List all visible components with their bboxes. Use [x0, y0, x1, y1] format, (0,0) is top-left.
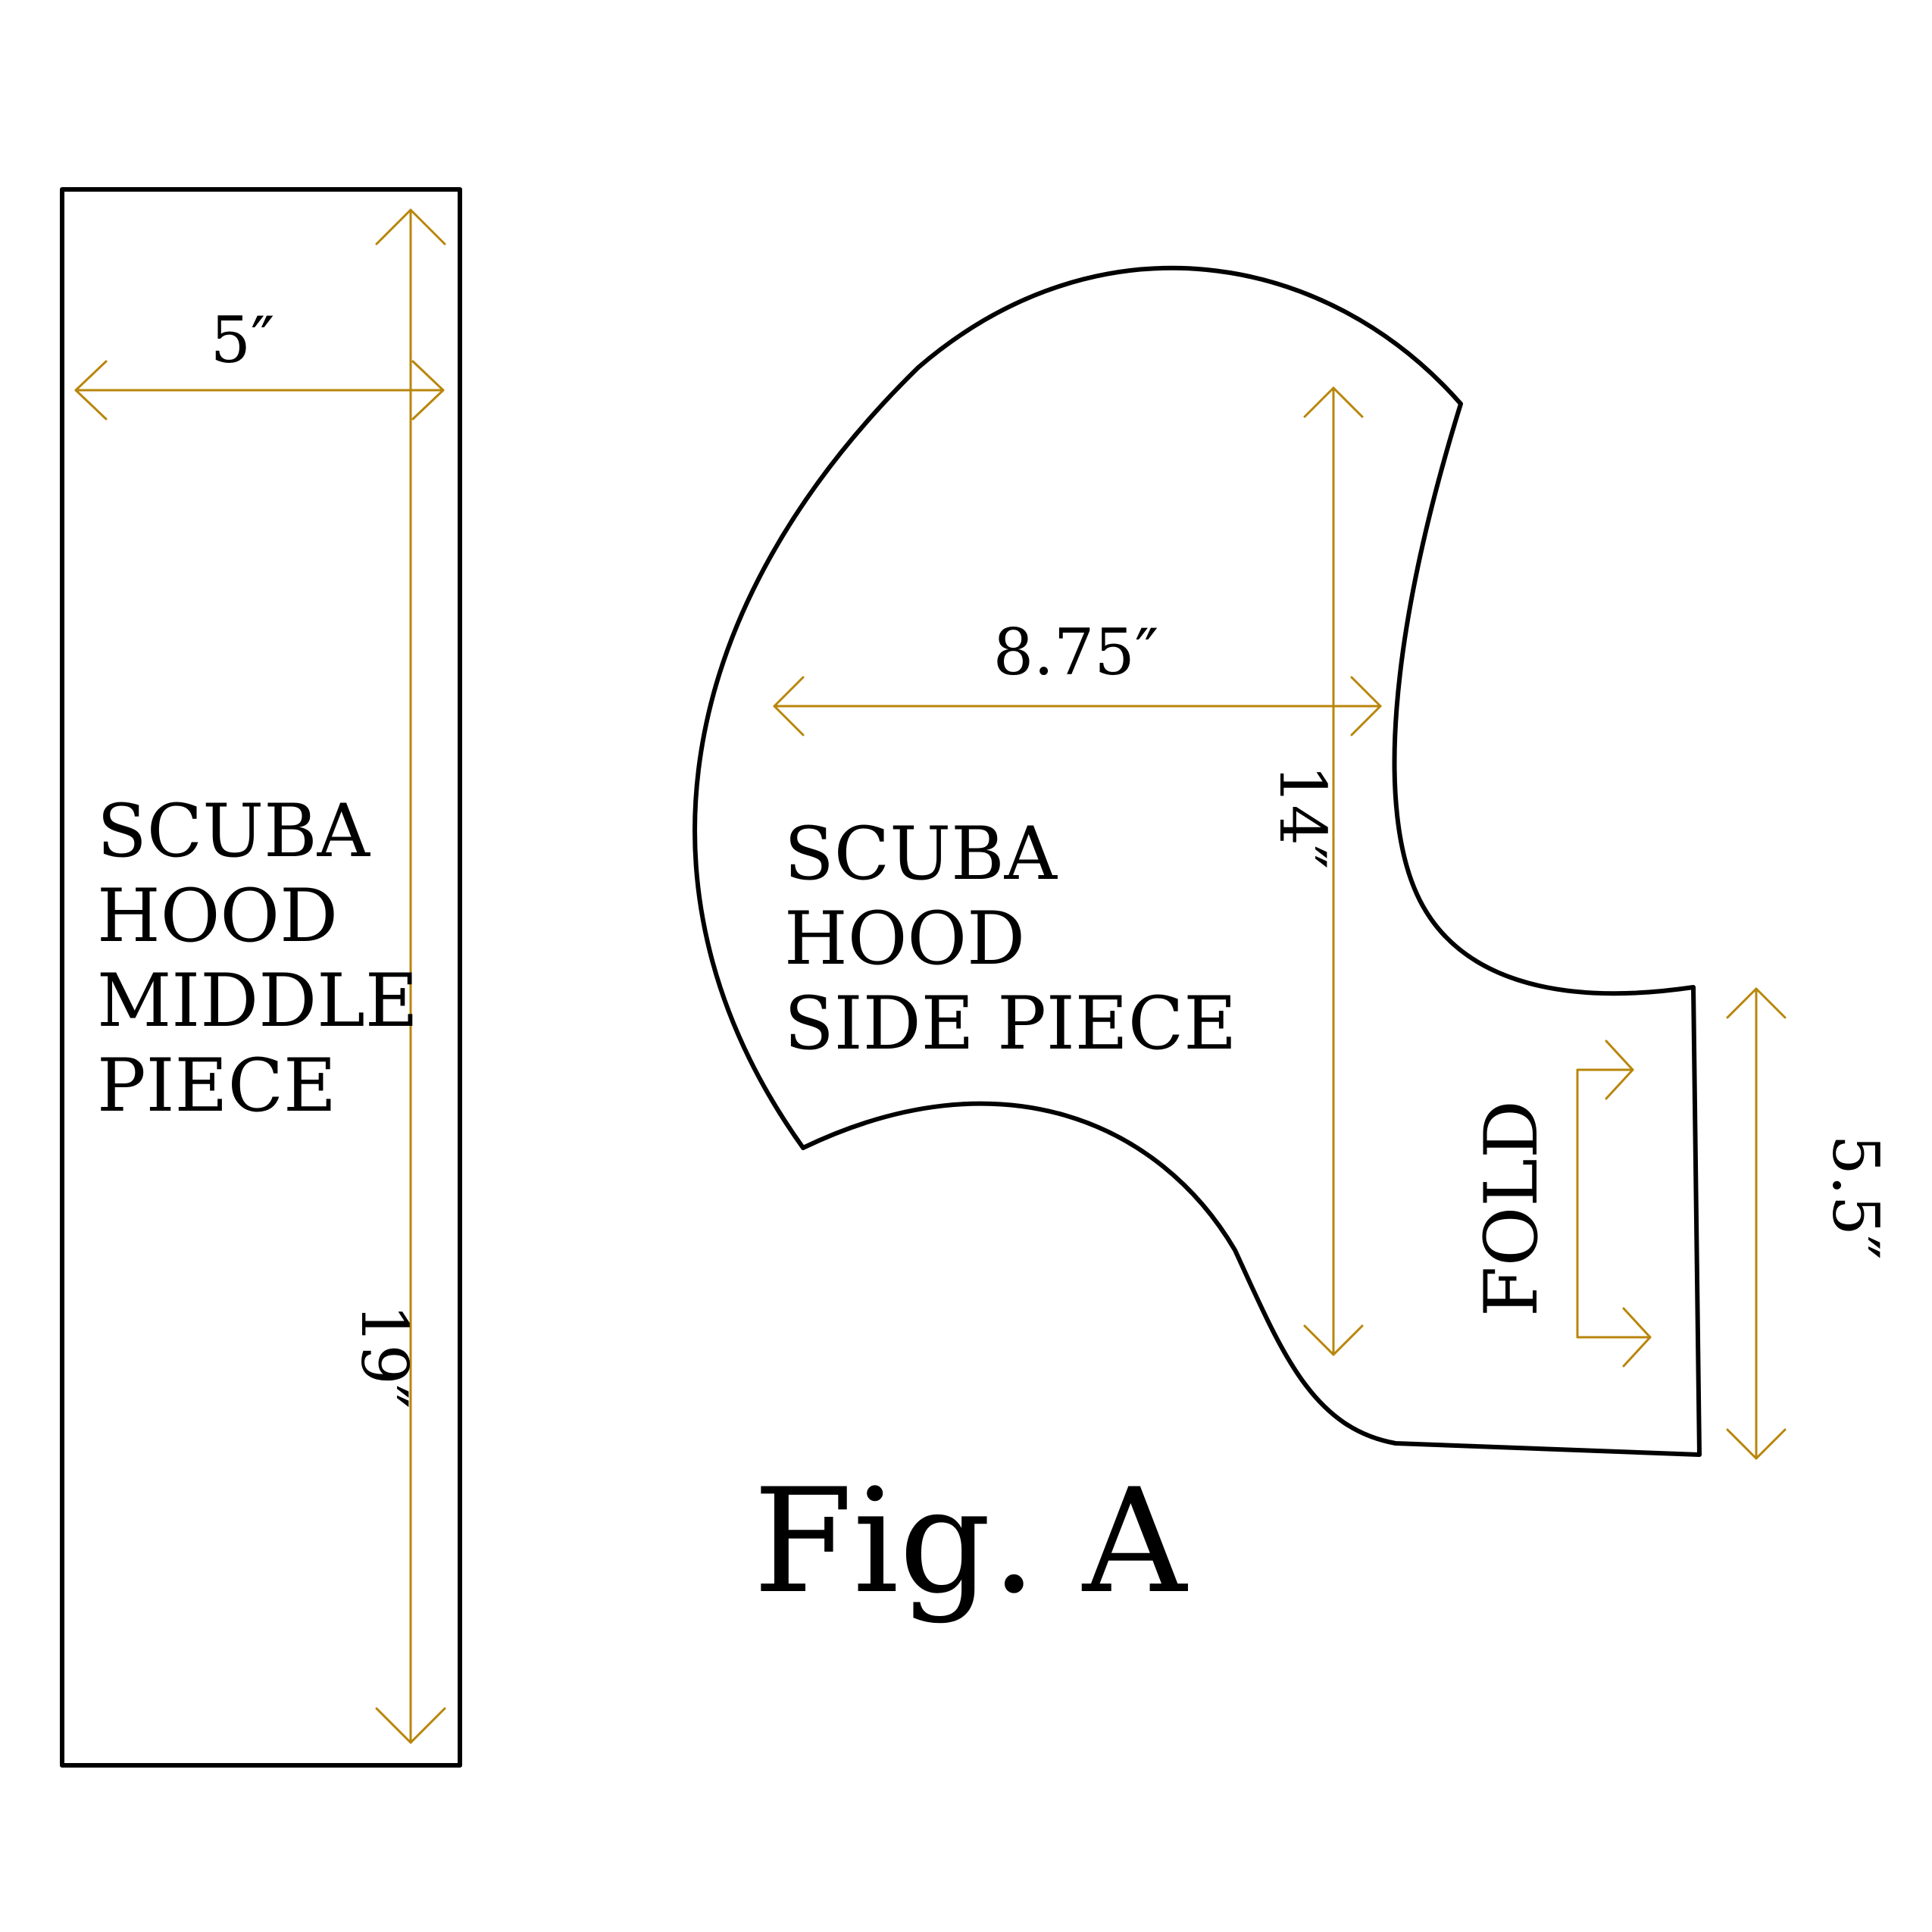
side-piece-outline — [692, 265, 1702, 1457]
fold-height-arrow — [1726, 987, 1787, 1460]
side-piece-width-label: 8.75″ — [993, 615, 1158, 689]
side-piece-label-line-3: SIDE PIECE — [784, 981, 1236, 1066]
side-piece-label: SCUBA HOOD SIDE PIECE — [784, 811, 1236, 1066]
middle-piece-label-line-2: HOOD — [97, 874, 338, 958]
figure-title: Fig. A — [753, 1458, 1189, 1625]
side-piece-width-arrow — [773, 676, 1382, 736]
side-piece-label-line-2: HOOD — [784, 896, 1025, 981]
middle-piece-width-label: 5″ — [211, 303, 275, 377]
middle-piece-height-arrow — [375, 208, 446, 1744]
middle-piece-outline — [60, 187, 462, 1768]
middle-piece-width-arrow — [74, 360, 445, 420]
side-piece-height-label: 14″ — [1265, 764, 1340, 869]
middle-piece-height-label: 19″ — [347, 1304, 421, 1408]
middle-piece-label: SCUBA HOOD MIDDLE PIECE — [97, 789, 418, 1128]
side-piece-height-arrow — [1303, 386, 1364, 1356]
side-piece-label-line-1: SCUBA — [784, 811, 1058, 896]
fold-label: FOLD — [1469, 1100, 1554, 1317]
fold-height-label: 5.5″ — [1818, 1135, 1893, 1260]
middle-piece-label-line-4: PIECE — [97, 1043, 336, 1128]
fold-bracket-arrow — [1576, 1039, 1652, 1368]
middle-piece-label-line-3: MIDDLE — [97, 958, 418, 1043]
middle-piece-label-line-1: SCUBA — [97, 789, 371, 874]
